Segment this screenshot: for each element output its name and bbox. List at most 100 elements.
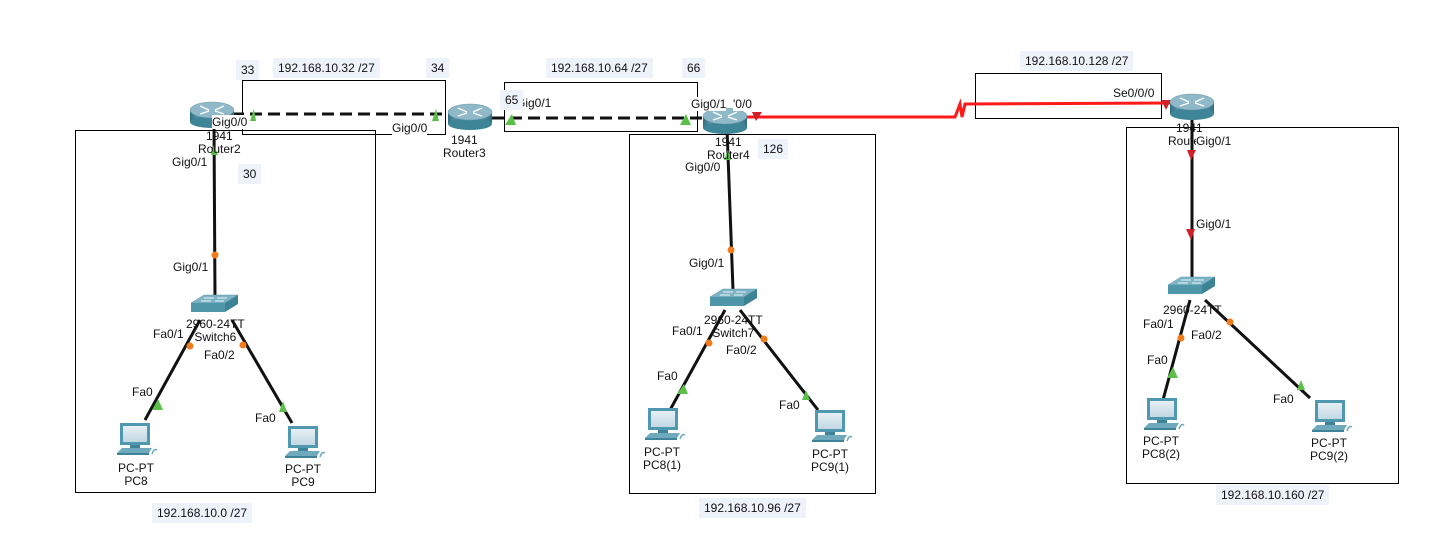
pc9-pc-icon[interactable] <box>285 426 326 458</box>
note-host-30[interactable]: 30 <box>238 164 262 184</box>
router2-model: 1941 <box>206 129 233 143</box>
port-label: Fa0/1 <box>153 327 184 341</box>
router3-name: Router3 <box>443 146 486 160</box>
port-label: Gig0/1 <box>173 260 209 274</box>
note-wan1-subnet[interactable]: 192.168.10.32 /27 <box>273 58 380 78</box>
link-up-indicator <box>505 114 516 125</box>
pc8-1-label[interactable]: PC-PT PC8(1) <box>643 446 681 472</box>
note-host-33[interactable]: 33 <box>236 60 260 80</box>
pc9-1-label[interactable]: PC-PT PC9(1) <box>811 448 849 474</box>
router2-label[interactable]: 1941 Router2 <box>198 130 241 156</box>
switch6-name: Switch6 <box>194 330 237 344</box>
link-down-indicator <box>752 112 762 121</box>
link-down-indicator <box>1161 100 1171 110</box>
link-amber-indicator <box>211 251 219 259</box>
port-label: '0/0 <box>733 97 752 111</box>
switch7-label[interactable]: 2960-24TT Switch7 <box>704 314 763 340</box>
area-box-lan1 <box>75 130 376 493</box>
port-label: Fa0 <box>657 369 678 383</box>
pc8-1-model: PC-PT <box>644 445 680 459</box>
router4-router-icon[interactable] <box>702 107 748 134</box>
link-amber-indicator <box>727 246 735 254</box>
port-label: Gig0/1 <box>1196 134 1232 148</box>
pc8-2-pc-icon[interactable] <box>1144 398 1185 430</box>
pc8-1-pc-icon[interactable] <box>645 408 686 440</box>
area-box-wan3 <box>975 73 1162 119</box>
note-wan3-subnet[interactable]: 192.168.10.128 /27 <box>1020 51 1134 71</box>
cable-serial-r4-r5[interactable] <box>745 98 1171 119</box>
pc9-name: PC9 <box>291 475 315 489</box>
pc9-2-label[interactable]: PC-PT PC9(2) <box>1310 437 1348 463</box>
link-up-indicator <box>279 401 287 412</box>
note-lan3-subnet[interactable]: 192.168.10.160 /27 <box>1216 485 1330 505</box>
cable-s8-pc92[interactable] <box>1203 298 1312 400</box>
port-label: Gig0/0 <box>212 115 248 129</box>
pc8-2-label[interactable]: PC-PT PC8(2) <box>1142 435 1180 461</box>
port-label: Gig0/1 <box>691 97 727 111</box>
note-wan2-subnet[interactable]: 192.168.10.64 /27 <box>546 58 653 78</box>
note-host-126[interactable]: 126 <box>758 139 789 159</box>
port-label: Fa0/1 <box>672 324 703 338</box>
link-up-indicator <box>432 109 439 121</box>
port-label: Fa0/2 <box>1191 328 1222 342</box>
area-box-lan2 <box>629 134 876 494</box>
router3-label[interactable]: 1941 Router3 <box>443 134 486 160</box>
port-label: Gig0/1 <box>172 155 208 169</box>
switch8-model: 2960-24TT <box>1163 303 1222 317</box>
port-label: Se0/0/0 <box>1113 86 1155 100</box>
link-amber-indicator <box>760 335 768 343</box>
link-up-indicator <box>211 145 218 155</box>
note-host-66[interactable]: 66 <box>682 58 706 78</box>
port-indicators <box>152 100 1305 412</box>
pc8-2-model: PC-PT <box>1143 434 1179 448</box>
router3-router-icon[interactable] <box>447 103 493 130</box>
port-label: Gig0/1 <box>516 96 552 110</box>
pc8-2-name: PC8(2) <box>1142 447 1181 461</box>
link-up-indicator <box>677 384 688 394</box>
link-down-indicator <box>1187 150 1196 160</box>
switch7-switch-icon[interactable] <box>709 288 758 306</box>
link-up-indicator <box>1167 367 1178 378</box>
router4-name: Router4 <box>707 148 750 162</box>
link-up-indicator <box>1297 380 1305 390</box>
link-up-indicator <box>680 114 691 125</box>
area-box-wan1 <box>242 80 446 135</box>
pc8-model: PC-PT <box>118 461 154 475</box>
note-host-34[interactable]: 34 <box>426 58 450 78</box>
note-lan2-subnet[interactable]: 192.168.10.96 /27 <box>699 498 806 518</box>
pc8-label[interactable]: PC-PT PC8 <box>118 462 154 488</box>
pc9-1-pc-icon[interactable] <box>812 410 853 442</box>
port-label: Fa0 <box>1273 392 1294 406</box>
pc9-2-pc-icon[interactable] <box>1312 400 1353 432</box>
pc9-2-name: PC9(2) <box>1310 449 1349 463</box>
pc9-2-model: PC-PT <box>1311 436 1347 450</box>
switch8-switch-icon[interactable] <box>1167 276 1216 294</box>
switch6-switch-icon[interactable] <box>190 294 239 312</box>
pc8-1-name: PC8(1) <box>643 458 682 472</box>
port-label: Gig0/1 <box>689 256 725 270</box>
router4-label[interactable]: 1941 Router4 <box>707 136 750 162</box>
switch6-label[interactable]: 2960-24TT Switch6 <box>186 318 245 344</box>
pc8-pc-icon[interactable] <box>117 423 158 455</box>
cable-s6-pc8[interactable] <box>143 319 202 421</box>
pc8-name: PC8 <box>124 474 148 488</box>
note-lan1-subnet[interactable]: 192.168.10.0 /27 <box>152 503 253 523</box>
port-label: Gig0/0 <box>392 121 428 135</box>
pc9-label[interactable]: PC-PT PC9 <box>285 463 321 489</box>
switch6-model: 2960-24TT <box>186 317 245 331</box>
port-label: Gig0/0 <box>685 160 721 174</box>
port-label: Fa0/1 <box>1143 317 1174 331</box>
note-host-65[interactable]: 65 <box>500 90 524 110</box>
pc9-model: PC-PT <box>285 462 321 476</box>
router5-router-icon[interactable] <box>1169 93 1215 120</box>
switch7-name: Switch7 <box>712 326 755 340</box>
router4-model: 1941 <box>715 135 742 149</box>
cable-s8-pc82[interactable] <box>1161 299 1192 401</box>
link-amber-indicator <box>186 342 194 350</box>
link-up-indicator <box>724 150 731 160</box>
router3-model: 1941 <box>451 133 478 147</box>
switch7-model: 2960-24TT <box>704 313 763 327</box>
switch8-label[interactable]: 2960-24TT <box>1163 304 1222 317</box>
pc9-1-model: PC-PT <box>812 447 848 461</box>
